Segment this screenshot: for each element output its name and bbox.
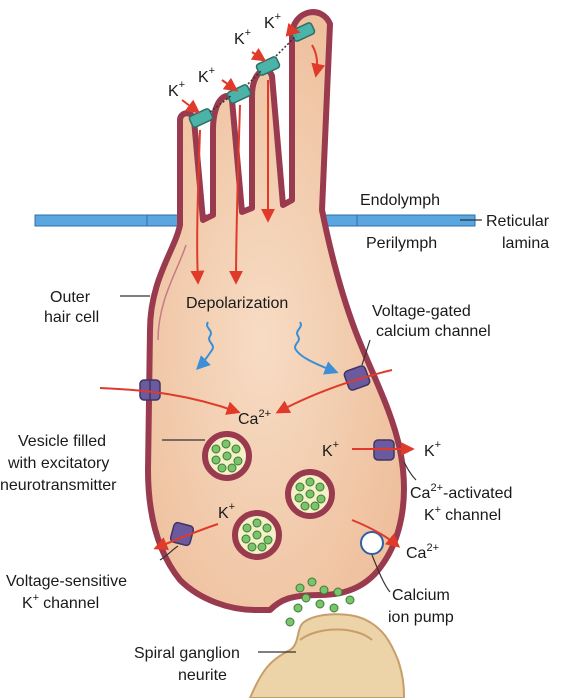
label-ca-center: Ca2+	[238, 408, 271, 428]
label-pump-line1: Calcium	[392, 587, 450, 604]
label-outer: Outer	[50, 289, 91, 306]
label-lamina: lamina	[502, 235, 549, 252]
k-influx-arrows	[181, 22, 326, 285]
label-vsk-line1: Voltage-sensitive	[6, 573, 127, 590]
label-vesicle-line3: neurotransmitter	[0, 477, 117, 494]
label-hair-cell: hair cell	[44, 309, 99, 326]
label-k-lower: K+	[218, 501, 235, 522]
label-k-tip4: K+	[264, 11, 281, 32]
label-perilymph: Perilymph	[366, 235, 437, 252]
vesicle-2	[285, 469, 335, 519]
label-cak-line1: Ca2+-activated	[410, 482, 512, 502]
label-reticular: Reticular	[486, 213, 550, 230]
calcium-channel-right	[343, 365, 371, 391]
label-k-tip3: K+	[234, 27, 251, 48]
released-neurotransmitter	[285, 577, 355, 627]
label-vesicle-line2: with excitatory	[7, 455, 109, 472]
vesicle-3	[232, 510, 282, 560]
label-sgn-line1: Spiral ganglion	[134, 645, 240, 662]
depolarization-waves	[196, 321, 339, 375]
label-k-tip1: K+	[168, 79, 185, 100]
calcium-influx-arrows	[99, 369, 393, 415]
label-endolymph: Endolymph	[360, 192, 440, 209]
label-k-out: K+	[424, 439, 441, 460]
spiral-ganglion-neurite	[248, 613, 405, 698]
label-cak-line2: K+channel	[424, 504, 501, 524]
label-ca-out: Ca2+	[406, 542, 439, 562]
label-vgcc-line2: calcium channel	[376, 323, 491, 340]
label-vgcc-line1: Voltage-gated	[372, 303, 471, 320]
ca-activated-k-channel	[352, 439, 415, 461]
leader-lines	[120, 219, 482, 653]
label-sgn-line2: neurite	[178, 667, 227, 684]
label-depolarization: Depolarization	[186, 295, 288, 312]
label-k-in: K+	[322, 439, 339, 460]
calcium-ion-pump	[351, 519, 401, 555]
label-vesicle-line1: Vesicle filled	[18, 433, 106, 450]
label-k-tip2: K+	[198, 65, 215, 86]
vesicle-1	[202, 431, 252, 481]
label-vsk-line2: K+channel	[22, 592, 99, 612]
voltage-sensitive-k-channel	[153, 521, 219, 551]
label-pump-line2: ion pump	[388, 609, 454, 626]
